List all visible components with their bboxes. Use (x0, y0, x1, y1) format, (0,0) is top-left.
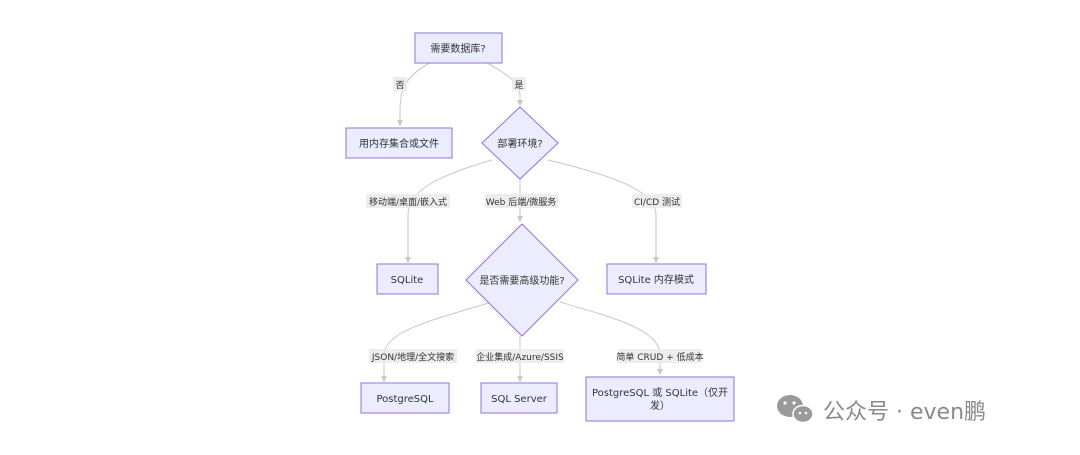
edge-label-no-text: 否 (395, 80, 404, 91)
edge-label-yes-text: 是 (514, 80, 523, 91)
edge-label-web-text: Web 后端/微服务 (486, 196, 557, 208)
edge-label-yes: 是 (512, 77, 526, 91)
node-postgres[interactable]: PostgreSQL (360, 382, 450, 414)
node-in-memory-label: 用内存集合或文件 (359, 137, 439, 150)
node-in-memory[interactable]: 用内存集合或文件 (345, 127, 453, 159)
nodes: 需要数据库? 用内存集合或文件 部署环境? SQLite 是否需要高级功能? S… (345, 32, 735, 422)
node-deploy-env[interactable]: 部署环境? (481, 106, 559, 180)
edge-label-simple-text: 简单 CRUD + 低成本 (616, 351, 703, 363)
edge-advanced-to-postgres (381, 301, 493, 382)
edge-deploy-to-sqlite-mem (547, 159, 659, 263)
edge-label-mobile-text: 移动端/桌面/嵌入式 (369, 196, 447, 208)
node-deploy-env-label: 部署环境? (497, 137, 542, 150)
node-sqlite[interactable]: SQLite (376, 263, 439, 295)
edge-label-enterprise-text: 企业集成/Azure/SSIS (476, 351, 564, 363)
node-advanced[interactable]: 是否需要高级功能? (465, 223, 579, 337)
edge-deploy-to-sqlite (405, 159, 493, 263)
edge-advanced-to-pg-or-sqlite (559, 301, 663, 375)
node-postgres-label: PostgreSQL (376, 394, 434, 405)
node-sqlite-label: SQLite (391, 275, 424, 286)
edge-label-cicd: CI/CD 测试 (632, 194, 682, 208)
wechat-icon (777, 395, 814, 424)
edge-label-cicd-text: CI/CD 测试 (634, 196, 680, 208)
node-pg-or-sqlite-label-line2: 发） (650, 399, 670, 412)
edge-label-web: Web 后端/微服务 (485, 194, 558, 208)
edge-labels: 否 是 移动端/桌面/嵌入式 Web 后端/微服务 CI/CD 测试 JSON/… (366, 77, 704, 363)
edge-need-db-to-in-memory (397, 62, 431, 126)
edge-label-json: JSON/地理/全文搜索 (369, 349, 457, 363)
edge-label-mobile: 移动端/桌面/嵌入式 (366, 194, 450, 208)
node-sqlite-mem[interactable]: SQLite 内存模式 (606, 263, 707, 295)
node-sqlserver-label: SQL Server (491, 394, 548, 405)
watermark-text: 公众号 · even鹏 (823, 400, 986, 425)
edge-label-json-text: JSON/地理/全文搜索 (371, 351, 454, 363)
node-need-db-label: 需要数据库? (430, 42, 485, 55)
edge-label-enterprise: 企业集成/Azure/SSIS (476, 349, 564, 363)
node-sqlite-mem-label: SQLite 内存模式 (618, 273, 694, 286)
node-pg-or-sqlite-label-line1: PostgreSQL 或 SQLite（仅开 (592, 387, 728, 399)
edge-label-simple: 简单 CRUD + 低成本 (616, 349, 704, 363)
watermark: 公众号 · even鹏 (777, 395, 986, 425)
node-need-db[interactable]: 需要数据库? (414, 32, 503, 64)
node-advanced-label: 是否需要高级功能? (479, 274, 564, 287)
edge-label-no: 否 (393, 77, 407, 91)
node-sqlserver[interactable]: SQL Server (480, 382, 558, 414)
node-pg-or-sqlite[interactable]: PostgreSQL 或 SQLite（仅开 发） (585, 376, 735, 422)
